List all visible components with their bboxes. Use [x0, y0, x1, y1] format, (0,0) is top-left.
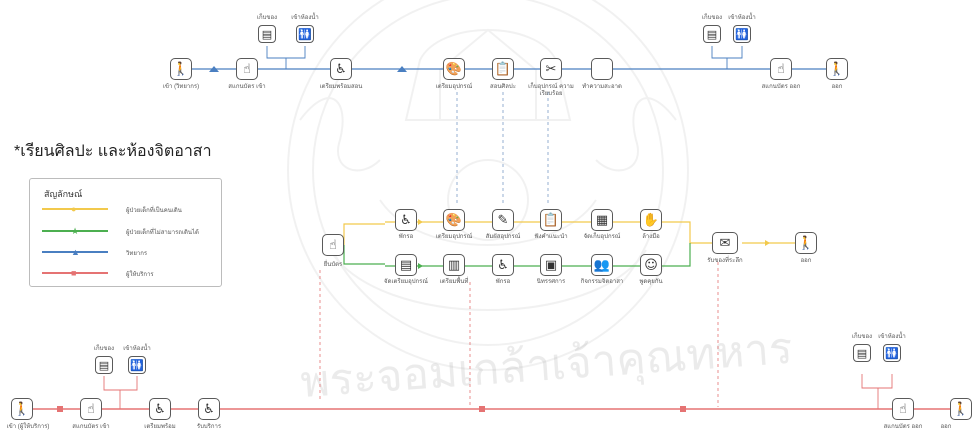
- exhibition-icon: ▣: [540, 254, 562, 276]
- dot-marker-icon: ●: [71, 204, 77, 214]
- wheelchair-icon: ♿: [330, 58, 352, 80]
- storage-icon: ▦: [591, 209, 613, 231]
- amenity-caption: เข้าห้องน้ำ: [123, 346, 151, 352]
- node-caption: นิทรรศการ: [536, 279, 566, 285]
- node-caption: เตรียมพร้อมสอน: [319, 84, 363, 90]
- node-caption: พักรอ: [495, 279, 511, 285]
- id-card-scan-icon: ☝: [236, 58, 258, 80]
- teaching-board-icon: 📋: [540, 209, 562, 231]
- node-caption: พูดคุยกัน: [639, 279, 663, 285]
- wheelchair-icon: ♿: [492, 254, 514, 276]
- node-caption: เข้า (วิทยากร): [162, 84, 200, 90]
- space-setup-icon: ▥: [443, 254, 465, 276]
- node-caption: เตรียมพื้นที่: [439, 279, 469, 285]
- node-caption: ล้างมือ: [642, 234, 660, 240]
- id-card-scan-icon: ☝: [322, 234, 344, 256]
- node-caption: พักรอ: [398, 234, 414, 240]
- node-caption: จัดเตรียมอุปกรณ์: [384, 279, 428, 285]
- amenity-caption: เก็บของ: [93, 346, 115, 352]
- node-caption: สแกนบัตร ออก: [761, 84, 801, 90]
- watermark-seal-graphic: [287, 0, 689, 371]
- cleanup-tools-icon: ✂: [540, 58, 562, 80]
- legend-item: ★ ผู้ป่วยเด็กที่ไม่สามารถเดินได้: [40, 225, 216, 237]
- restroom-icon: 🚻: [128, 356, 146, 374]
- wheelchair-assist-icon: ♿: [198, 398, 220, 420]
- locker-icon: ▤: [853, 344, 871, 362]
- legend-label: ผู้ป่วยเด็กที่ไม่สามารถเดินได้: [126, 230, 199, 236]
- node-caption: ออก: [800, 258, 812, 264]
- legend-title: สัญลักษณ์: [44, 189, 83, 199]
- amenity-caption: เข้าห้องน้ำ: [291, 15, 319, 21]
- node-caption: กิจกรรมจิตอาสา: [580, 279, 624, 285]
- walking-person-icon: 🚶: [826, 58, 848, 80]
- legend: สัญลักษณ์ ● ผู้ป่วยเด็กที่เป็นคนเดิน ★ ผ…: [29, 178, 222, 287]
- walking-person-icon: 🚶: [950, 398, 972, 420]
- node-caption: เข้า (ผู้ให้บริการ): [6, 424, 50, 430]
- legend-label: ผู้ให้บริการ: [126, 272, 154, 278]
- hand-wash-icon: ✋: [640, 209, 662, 231]
- node-caption: รับบริการ: [196, 424, 222, 430]
- amenity-caption: เข้าห้องน้ำ: [728, 15, 756, 21]
- walking-person-icon: 🚶: [170, 58, 192, 80]
- node-caption: สอนศิลปะ: [490, 84, 516, 90]
- node-caption: สัมผัสอุปกรณ์: [485, 234, 521, 240]
- volunteer-group-icon: 👥: [591, 254, 613, 276]
- teaching-board-icon: 📋: [492, 58, 514, 80]
- node-caption: ยื่นบัตร: [323, 262, 343, 268]
- art-palette-icon: 🎨: [443, 209, 465, 231]
- node-caption: ฟังคำแนะนำ: [534, 234, 568, 240]
- legend-item: ● ผู้ป่วยเด็กที่เป็นคนเดิน: [40, 203, 216, 215]
- legend-label: วิทยากร: [126, 251, 148, 257]
- node-caption: สแกนบัตร เข้า: [228, 84, 266, 90]
- node-caption: จัดเก็บอุปกรณ์: [583, 234, 621, 240]
- art-palette-icon: 🎨: [443, 58, 465, 80]
- node-caption: สแกนบัตร ออก: [883, 424, 923, 430]
- legend-item: ■ ผู้ให้บริการ: [40, 267, 216, 279]
- node-caption: ออก: [940, 424, 952, 430]
- amenity-caption: เข้าห้องน้ำ: [878, 334, 906, 340]
- conversation-icon: ☺: [640, 254, 662, 276]
- legend-item: ▲ วิทยากร: [40, 246, 216, 258]
- node-caption: เตรียมอุปกรณ์: [435, 84, 473, 90]
- walking-person-icon: 🚶: [795, 232, 817, 254]
- restroom-icon: 🚻: [733, 25, 751, 43]
- wheelchair-icon: ♿: [395, 209, 417, 231]
- amenity-caption: เก็บของ: [851, 334, 873, 340]
- node-caption: สแกนบัตร เข้า: [72, 424, 110, 430]
- id-card-scan-icon: ☝: [80, 398, 102, 420]
- amenity-caption: เก็บของ: [701, 15, 723, 21]
- id-card-scan-icon: ☝: [770, 58, 792, 80]
- equipment-icon: ▤: [395, 254, 417, 276]
- wheelchair-icon: ♿: [149, 398, 171, 420]
- node-caption: ออก: [831, 84, 843, 90]
- locker-icon: ▤: [258, 25, 276, 43]
- restroom-icon: 🚻: [296, 25, 314, 43]
- node-caption: เก็บอุปกรณ์ ความเรียบร้อย: [528, 84, 574, 97]
- legend-line: [42, 251, 108, 253]
- node-caption: ทำความสะอาด: [582, 84, 622, 90]
- legend-line: [42, 208, 108, 210]
- square-marker-icon: ■: [71, 268, 77, 278]
- node-caption: รับของที่ระลึก: [707, 258, 743, 264]
- drawing-easel-icon: ✎: [492, 209, 514, 231]
- walking-person-icon: 🚶: [11, 398, 33, 420]
- blank-box-icon: [591, 58, 613, 80]
- node-caption: เตรียมพร้อม: [144, 424, 176, 430]
- id-card-scan-icon: ☝: [892, 398, 914, 420]
- restroom-icon: 🚻: [883, 344, 901, 362]
- legend-label: ผู้ป่วยเด็กที่เป็นคนเดิน: [126, 208, 182, 214]
- star-marker-icon: ★: [71, 226, 80, 236]
- amenity-caption: เก็บของ: [256, 15, 278, 21]
- gift-receive-icon: ✉: [712, 232, 738, 254]
- locker-icon: ▤: [703, 25, 721, 43]
- node-caption: เตรียมอุปกรณ์: [435, 234, 473, 240]
- legend-line: [42, 230, 108, 232]
- triangle-marker-icon: ▲: [71, 247, 80, 257]
- locker-icon: ▤: [95, 356, 113, 374]
- section-title: *เรียนศิลปะ และห้องจิตอาสา: [14, 143, 212, 160]
- legend-line: [42, 272, 108, 274]
